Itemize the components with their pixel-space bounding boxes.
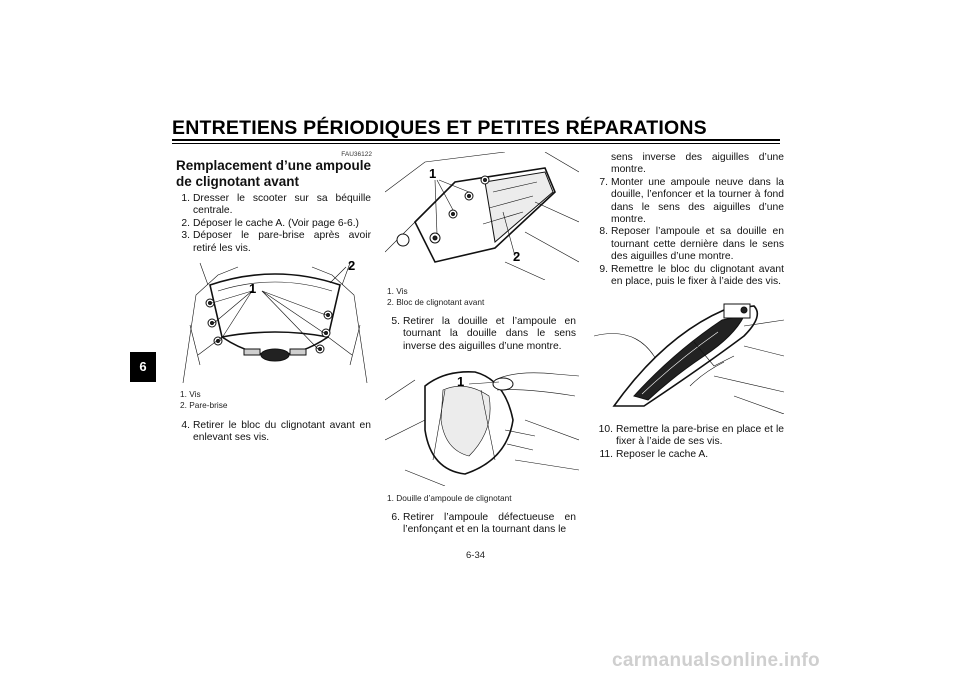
figure-label-1: 1 xyxy=(457,374,465,389)
col1-captions: 1. Vis 2. Pare-brise xyxy=(180,389,370,411)
col2-steps: 5.Retirer la douille et l’ampoule en tou… xyxy=(386,316,576,353)
step-6-continuation: sens inverse des aiguilles d’une montre. xyxy=(611,152,784,176)
watermark: carmanualsonline.info xyxy=(612,650,820,671)
section-code: FAU36122 xyxy=(341,151,372,158)
figure-label-2: 2 xyxy=(348,258,356,273)
section-title: Remplacement d’une ampoule de clignotant… xyxy=(176,158,372,189)
caption-line: 2. Bloc de clignotant avant xyxy=(387,297,485,307)
col2-captions2: 1. Douille d’ampoule de clignotant xyxy=(387,493,577,504)
step-3: 3.Déposer le pare-brise après avoir reti… xyxy=(181,230,371,254)
header-rule-thin xyxy=(172,143,780,144)
step-10: 10.Remettre la pare-brise en place et le… xyxy=(598,424,784,448)
step-9: 9.Remettre le bloc du clignotant avant e… xyxy=(599,263,784,288)
step-11: 11.Reposer le cache A. xyxy=(599,448,709,460)
caption-line: 1. Douille d’ampoule de clignotant xyxy=(387,493,512,503)
caption-line: 1. Vis xyxy=(387,286,408,296)
figure-label-2: 2 xyxy=(513,249,521,264)
col3-steps: sens inverse des aiguilles d’une montre.… xyxy=(594,152,784,288)
figure-label-1: 1 xyxy=(429,166,437,181)
step-5: 5.Retirer la douille et l’ampoule en tou… xyxy=(391,316,576,352)
col1-steps: 1.Dresser le scooter sur sa béquille cen… xyxy=(176,193,371,255)
page-header-title: ENTRETIENS PÉRIODIQUES ET PETITES RÉPARA… xyxy=(172,117,707,139)
col3-steps2: 10.Remettre la pare-brise en place et le… xyxy=(594,424,784,461)
caption-line: 1. Vis xyxy=(180,389,201,399)
step-2: 2.Déposer le cache A. (Voir page 6-6.) xyxy=(181,217,359,229)
page-number: 6-34 xyxy=(466,550,486,561)
figure-label-1: 1 xyxy=(249,281,257,296)
step-6: 6.Retirer l’ampoule défectueuse en l’enf… xyxy=(391,512,576,536)
col1-steps2: 4.Retirer le bloc du clignotant avant en… xyxy=(176,420,371,445)
col2-steps2: 6.Retirer l’ampoule défectueuse en l’enf… xyxy=(386,512,576,537)
figure-windshield: 1 2 xyxy=(178,255,372,383)
figure-front-turn-signal xyxy=(594,296,784,414)
step-4: 4.Retirer le bloc du clignotant avant en… xyxy=(181,420,371,444)
chapter-tab: 6 xyxy=(130,352,156,382)
figure-bulb-socket: 1 xyxy=(385,360,579,486)
step-8: 8.Reposer l’ampoule et sa douille en tou… xyxy=(599,226,784,263)
step-1: 1.Dresser le scooter sur sa béquille cen… xyxy=(181,193,371,217)
figure-turn-signal-block: 1 2 xyxy=(385,152,579,280)
step-7: 7.Monter une ampoule neuve dans la douil… xyxy=(599,176,784,226)
caption-line: 2. Pare-brise xyxy=(180,400,228,410)
col2-captions1: 1. Vis 2. Bloc de clignotant avant xyxy=(387,286,577,308)
header-rule-thick xyxy=(172,139,780,141)
